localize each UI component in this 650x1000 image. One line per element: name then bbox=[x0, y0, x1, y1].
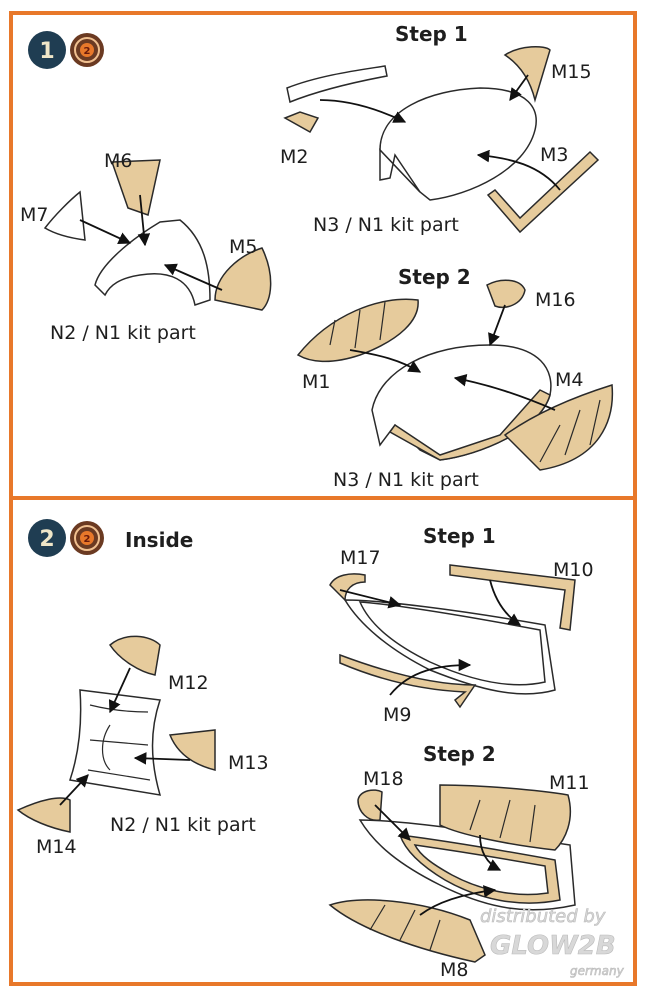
part-label: N3 / N1 kit part bbox=[333, 469, 479, 491]
arrow bbox=[339, 589, 402, 609]
section-title: Inside bbox=[125, 528, 193, 552]
mask-m14 bbox=[16, 797, 71, 833]
mask-m5 bbox=[214, 247, 272, 311]
label-m5: M5 bbox=[229, 236, 257, 258]
both-sides-icon: 2 bbox=[70, 33, 104, 67]
svg-text:2: 2 bbox=[84, 46, 91, 57]
section-1: 1 2 Step 1 M15 M2 M3 N3 / N1 kit part M6… bbox=[20, 22, 614, 491]
label-m2: M2 bbox=[280, 146, 308, 168]
label-m7: M7 bbox=[20, 204, 48, 226]
mask-m13 bbox=[168, 729, 216, 771]
mask-m8 bbox=[328, 899, 486, 963]
arrow bbox=[509, 74, 529, 102]
arrow bbox=[374, 804, 411, 841]
svg-text:GLOW2B: GLOW2B bbox=[490, 931, 616, 961]
mask-m16 bbox=[486, 279, 526, 309]
label-m9: M9 bbox=[383, 704, 411, 726]
svg-text:germany: germany bbox=[570, 964, 625, 978]
label-m1: M1 bbox=[302, 371, 330, 393]
mask-m7 bbox=[43, 190, 86, 241]
svg-text:1: 1 bbox=[39, 39, 54, 64]
arrow bbox=[489, 579, 522, 626]
step-badge-1: 1 bbox=[28, 31, 66, 69]
distributor-watermark: distributed by GLOW2B germany bbox=[480, 906, 625, 979]
label-m14: M14 bbox=[36, 836, 77, 858]
step1-title: Step 1 bbox=[423, 524, 496, 548]
arrow bbox=[163, 263, 223, 291]
label-m6: M6 bbox=[104, 150, 132, 172]
arrow bbox=[133, 752, 191, 765]
mask-m1 bbox=[296, 298, 419, 363]
part-label: N2 / N1 kit part bbox=[50, 322, 196, 344]
svg-text:2: 2 bbox=[84, 534, 91, 545]
canopy-n3 bbox=[379, 87, 537, 201]
svg-text:distributed by: distributed by bbox=[480, 906, 606, 927]
canopy-inner bbox=[358, 601, 546, 686]
mask-rib bbox=[369, 904, 441, 951]
mask-m6 bbox=[110, 159, 161, 216]
arrow bbox=[319, 99, 407, 123]
step2-title: Step 2 bbox=[398, 265, 471, 289]
arrow bbox=[419, 885, 497, 916]
both-sides-icon: 2 bbox=[70, 521, 104, 555]
arrow bbox=[453, 374, 556, 411]
canopy-frame bbox=[379, 148, 421, 193]
step-badge-2: 2 bbox=[28, 519, 66, 557]
mask-rib bbox=[329, 301, 386, 349]
section-2: 2 2 Inside Step 1 M17 M10 M9 M12 M13 N2 … bbox=[16, 519, 594, 981]
part-label: N3 / N1 kit part bbox=[313, 214, 459, 236]
label-m8: M8 bbox=[440, 959, 468, 981]
mask-rib bbox=[469, 799, 536, 843]
step1-title: Step 1 bbox=[395, 22, 468, 46]
mask-m12 bbox=[109, 635, 161, 676]
label-m15: M15 bbox=[551, 61, 592, 83]
label-m3: M3 bbox=[540, 144, 568, 166]
label-m11: M11 bbox=[549, 772, 590, 794]
arrow bbox=[488, 304, 506, 347]
arrow bbox=[476, 149, 561, 191]
arrow bbox=[79, 219, 132, 244]
label-m17: M17 bbox=[340, 547, 381, 569]
mask-clear-strip bbox=[286, 65, 388, 104]
label-m13: M13 bbox=[228, 752, 269, 774]
arrow bbox=[137, 194, 151, 247]
windscreen-n2 bbox=[94, 219, 211, 306]
arrow bbox=[479, 834, 502, 871]
mask-m15 bbox=[503, 45, 551, 103]
step2-title: Step 2 bbox=[423, 742, 496, 766]
mask-m17 bbox=[329, 573, 366, 602]
mask-m3 bbox=[486, 150, 600, 234]
label-m10: M10 bbox=[553, 559, 594, 581]
svg-text:2: 2 bbox=[39, 527, 54, 552]
arrow bbox=[108, 667, 131, 714]
mask-m9 bbox=[339, 653, 477, 709]
arrow bbox=[389, 658, 472, 696]
mask-rib bbox=[539, 399, 601, 463]
mask-m10 bbox=[449, 564, 576, 631]
label-m4: M4 bbox=[555, 369, 583, 391]
part-label: N2 / N1 kit part bbox=[110, 814, 256, 836]
label-m16: M16 bbox=[535, 289, 576, 311]
arrow bbox=[59, 774, 89, 806]
arrow bbox=[349, 349, 422, 373]
canopy-inner bbox=[413, 844, 549, 896]
mask-m18 bbox=[357, 789, 383, 821]
mask-m2 bbox=[283, 111, 320, 134]
label-m12: M12 bbox=[168, 672, 209, 694]
label-m18: M18 bbox=[363, 768, 404, 790]
